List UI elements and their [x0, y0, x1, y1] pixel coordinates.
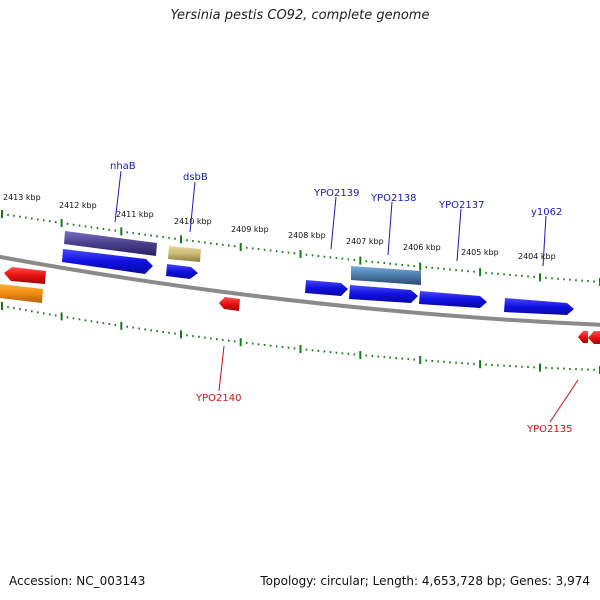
YPO2137-cds-arrow[interactable]	[419, 291, 487, 308]
forward-scale-ruler	[1, 210, 600, 286]
kbp-label: 2409 kbp	[231, 225, 269, 234]
kbp-label: 2410 kbp	[174, 217, 212, 226]
gene-label-YPO2140[interactable]: YPO2140	[195, 393, 241, 404]
gene-label-y1062[interactable]: y1062	[531, 207, 562, 218]
kbp-scale-labels: 2413 kbp 2412 kbp 2411 kbp 2410 kbp 2409…	[3, 193, 556, 261]
y1062-cds-arrow[interactable]	[504, 298, 574, 315]
genome-summary-text: Topology: circular; Length: 4,653,728 bp…	[260, 574, 590, 588]
kbp-label: 2406 kbp	[403, 243, 441, 252]
kbp-label: 2404 kbp	[518, 252, 556, 261]
gene-label-YPO2137[interactable]: YPO2137	[438, 200, 484, 211]
dsbB-feature-outer[interactable]	[168, 246, 201, 262]
kbp-label: 2413 kbp	[3, 193, 41, 202]
YPO2138-cds-arrow[interactable]	[349, 285, 418, 303]
reverse-cds-arrow-left[interactable]	[4, 267, 46, 284]
kbp-label: 2405 kbp	[461, 248, 499, 257]
gene-label-YPO2139[interactable]: YPO2139	[313, 188, 359, 199]
genome-backbone	[0, 254, 600, 327]
kbp-label: 2408 kbp	[288, 231, 326, 240]
kbp-label: 2407 kbp	[346, 237, 384, 246]
orange-feature-left[interactable]	[0, 284, 43, 303]
kbp-label: 2411 kbp	[116, 210, 154, 219]
dsbB-cds-arrow[interactable]	[166, 264, 198, 279]
YPO2138-feature-outer[interactable]	[351, 266, 421, 285]
reverse-scale-ruler	[1, 302, 600, 374]
label-leader-lines	[114, 170, 579, 423]
YPO2135-cds-arrow[interactable]	[578, 331, 600, 344]
accession-text: Accession: NC_003143	[9, 574, 146, 588]
kbp-label: 2412 kbp	[59, 201, 97, 210]
gene-label-YPO2135[interactable]: YPO2135	[526, 424, 572, 435]
YPO2140-cds-arrow[interactable]	[219, 297, 240, 311]
gene-label-dsbB[interactable]: dsbB	[183, 172, 208, 183]
YPO2139-cds-arrow[interactable]	[305, 280, 348, 296]
nhaB-feature-outer[interactable]	[64, 231, 157, 256]
nhaB-cds-arrow[interactable]	[62, 249, 153, 274]
gene-label-nhaB[interactable]: nhaB	[110, 161, 136, 172]
gene-label-YPO2138[interactable]: YPO2138	[370, 193, 416, 204]
map-title: Yersinia pestis CO92, complete genome	[170, 8, 430, 23]
